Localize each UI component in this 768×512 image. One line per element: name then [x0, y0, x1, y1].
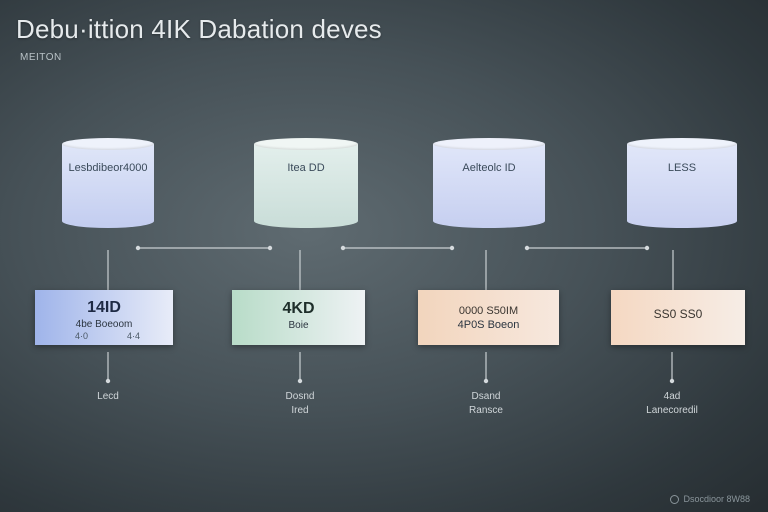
page-title: Debu·ittion 4IK Dabation deves [16, 14, 382, 44]
device-title: SS0 SS0 [653, 307, 703, 321]
database-node-4[interactable]: LESS [627, 138, 737, 234]
foot-dot [105, 378, 111, 384]
link-dot [135, 245, 141, 251]
database-icon [433, 144, 545, 228]
device-extra-left: 4·0 [75, 331, 89, 341]
page-subtitle: MEITON [20, 52, 62, 63]
link-dot [524, 245, 530, 251]
link-dot [267, 245, 273, 251]
database-node-2[interactable]: Itea DD [254, 138, 358, 234]
footer-label-1: Lecd [97, 391, 119, 402]
footer-label-4: 4ad Lanecoredil [646, 391, 698, 416]
device-subtitle: 4P0S Boeon [457, 319, 520, 331]
database-node-3[interactable]: Aelteolc ID [433, 138, 545, 234]
watermark-icon [670, 494, 680, 504]
watermark: Dsocdioor 8W88 [670, 494, 750, 504]
device-subtitle: Boie [288, 320, 309, 331]
database-icon [627, 144, 737, 228]
device-title: 4KD [282, 300, 315, 317]
footer-label-3: Dsand Ransce [469, 391, 503, 416]
database-node-label: Aelteolc ID [462, 162, 516, 174]
database-icon [62, 144, 154, 228]
link-dot [449, 245, 455, 251]
database-node-label: Itea DD [287, 162, 325, 174]
database-icon [254, 144, 358, 228]
foot-dot [483, 378, 489, 384]
device-title: 0000 S50IM [458, 305, 519, 317]
database-node-1[interactable]: Lesbdibeor4000 [62, 138, 154, 234]
watermark-text: Dsocdioor 8W88 [683, 494, 750, 504]
foot-dot [669, 378, 675, 384]
footer-label-2: Dosnd Ired [285, 391, 315, 416]
device-extra-right: 4·4 [127, 331, 141, 341]
device-box-1[interactable]: 14ID 4be Boeoom 4·0 4·4 [35, 290, 173, 345]
device-box-2[interactable]: 4KD Boie [232, 290, 365, 345]
foot-dot [297, 378, 303, 384]
database-node-label: Lesbdibeor4000 [68, 162, 148, 174]
database-node-label: LESS [667, 162, 697, 174]
link-dot [340, 245, 346, 251]
link-dot [644, 245, 650, 251]
device-box-4[interactable]: SS0 SS0 [611, 290, 745, 345]
device-box-3[interactable]: 0000 S50IM 4P0S Boeon [418, 290, 559, 345]
device-subtitle: 4be Boeoom [75, 319, 133, 330]
device-title: 14ID [87, 299, 121, 316]
